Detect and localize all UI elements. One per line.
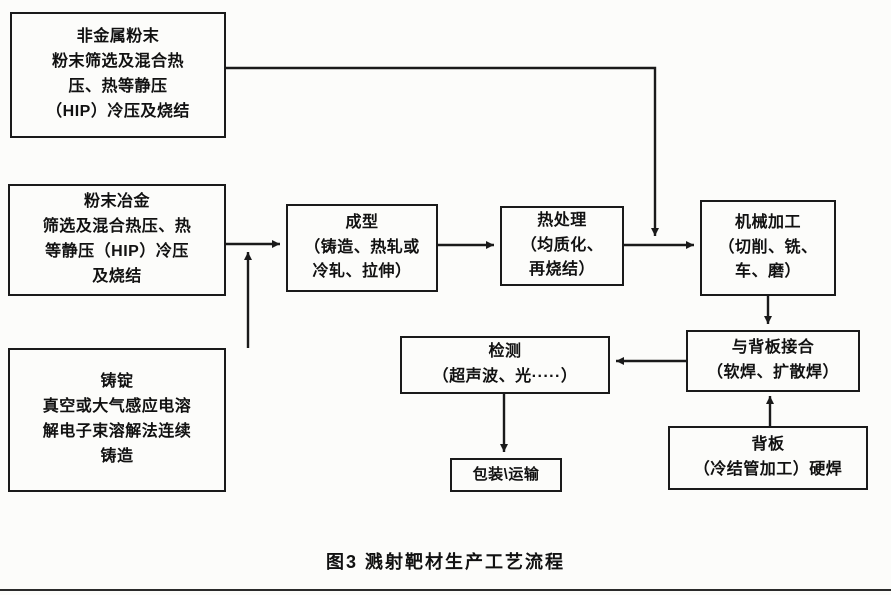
figure-caption: 图3 溅射靶材生产工艺流程 xyxy=(325,552,565,572)
flow-node-inspection: 检测 （超声波、光·····） xyxy=(400,336,610,394)
flow-node-ingot-casting: 铸锭 真空或大气感应电溶 解电子束溶解法连续 铸造 xyxy=(8,348,226,492)
flow-node-nonmetal-powder: 非金属粉末 粉末筛选及混合热 压、热等静压 （HIP）冷压及烧结 xyxy=(10,12,226,138)
flow-node-backing-plate: 背板 （冷结管加工）硬焊 xyxy=(668,426,868,490)
flow-node-powder-metallurgy: 粉末冶金 筛选及混合热压、热 等静压（HIP）冷压 及烧结 xyxy=(8,184,226,296)
flow-node-packaging: 包装\运输 xyxy=(450,458,562,492)
flow-node-forming: 成型 （铸造、热轧或 冷轧、拉伸） xyxy=(286,204,438,292)
bottom-rule xyxy=(0,589,891,591)
flow-node-bonding: 与背板接合 （软焊、扩散焊） xyxy=(686,330,860,392)
flow-node-machining: 机械加工 （切削、铣、 车、磨） xyxy=(700,200,836,296)
flow-node-heat-treatment: 热处理 （均质化、 再烧结） xyxy=(500,206,624,286)
